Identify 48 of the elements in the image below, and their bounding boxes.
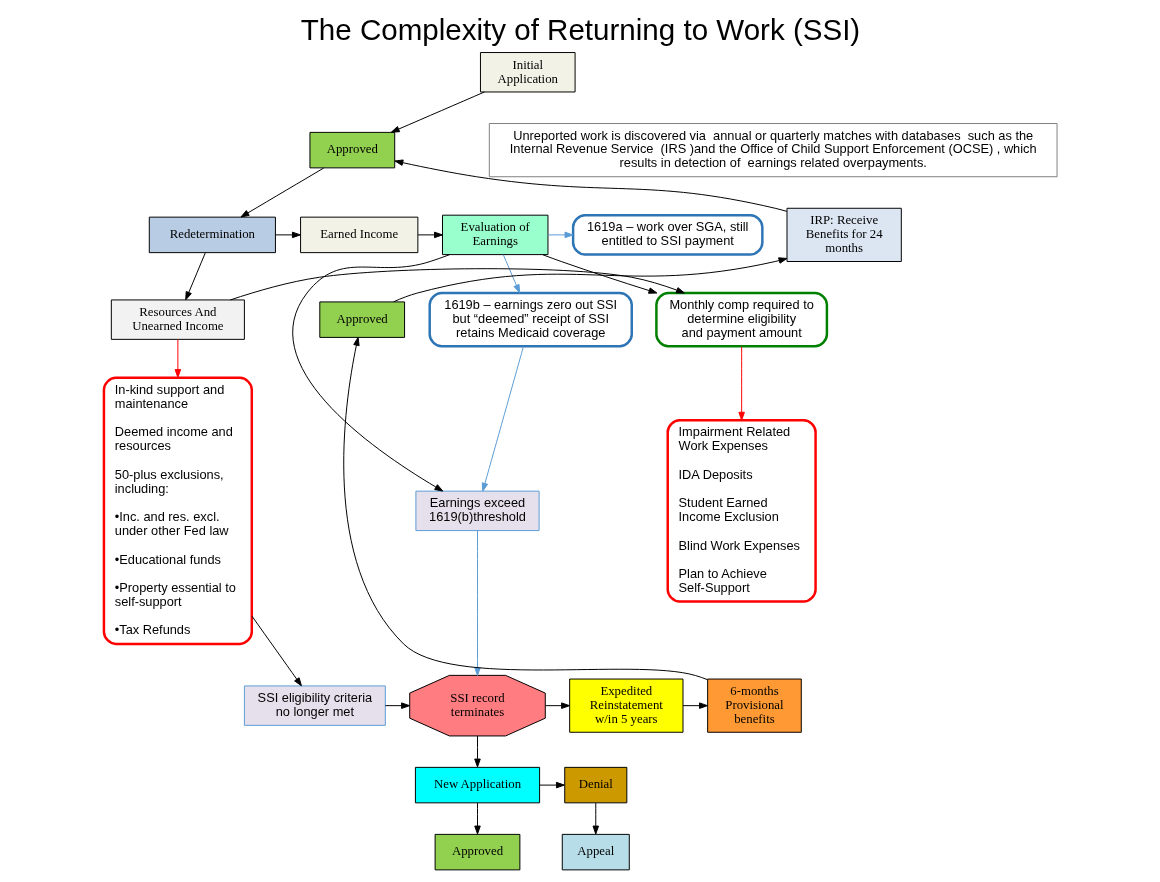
arrow (473, 530, 481, 676)
node-box: Expedited Reinstatement w/in 5 years (568, 678, 683, 733)
node-box: 1619a – work over SGA, still entitled to SSI payment (571, 213, 764, 256)
arrow (682, 702, 708, 709)
diagram-title: The Complexity of Returning to Work (SSI) (300, 12, 860, 46)
node-box: In-kind support and maintenance Deemed income and resources 50-plus exclusions, including: •Inc. and res. excl. under other Fed law •Educational funds •Property essential to self-support •Tax Refunds (102, 376, 253, 646)
node-box: Unreported work is discovered via annual or quarterly matches with databases such as the Internal Revenue Service (IRS )and the Office of Child Support Enforcement (OCSE) , which results in detection of earnings related overpayments. (488, 123, 1058, 178)
arrow (291, 254, 450, 492)
arrow (184, 252, 206, 301)
arrow (342, 336, 708, 681)
arrow (393, 159, 787, 212)
node-box: Evaluation of Earnings (441, 214, 548, 256)
arrow (547, 231, 573, 239)
arrow (502, 254, 520, 294)
arrow (541, 254, 657, 294)
arrow (416, 231, 443, 239)
node-box: Monthly comp required to determine eligibility and payment amount (654, 291, 828, 348)
arrow (274, 231, 301, 239)
arrow (392, 257, 787, 303)
arrow (481, 346, 524, 492)
node-box: Approved (318, 301, 405, 338)
arrow (174, 338, 181, 378)
node-box: 6-months Provisional benefits (706, 678, 802, 733)
node-box: Appeal (561, 833, 630, 871)
arrow (390, 91, 485, 133)
node-box: New Application (414, 766, 540, 804)
arrow (251, 615, 302, 687)
arrow (473, 735, 481, 768)
node-box: Initial Application (479, 52, 576, 93)
arrow (229, 268, 685, 301)
node-box: Approved (434, 833, 520, 871)
node-box: Earned Income (299, 216, 418, 254)
node-box: SSI eligibility criteria no longer met (243, 685, 386, 726)
node-box: IRP: Receive Benefits for 24 months (786, 207, 902, 262)
node-box: Approved (308, 131, 395, 169)
node-box: Earnings exceed 1619(b)threshold (414, 490, 540, 532)
arrow (384, 702, 410, 709)
arrow (592, 802, 599, 835)
node-box: Denial (563, 766, 627, 804)
arrow (538, 781, 565, 789)
node-box: Redetermination (148, 216, 276, 254)
arrow (473, 802, 481, 835)
arrow (544, 702, 570, 709)
node-box: Resources And Unearned Income (110, 299, 245, 340)
arrow (737, 346, 745, 421)
node-box: 1619b – earnings zero out SSI but “deemed” receipt of SSI retains Medicaid coverage (427, 291, 633, 348)
node-box: Impairment Related Work Expenses IDA Deposits Student Earned Income Exclusion Blind Work Expenses Plan to Achieve Self-Support (666, 418, 817, 603)
arrow (240, 167, 324, 218)
